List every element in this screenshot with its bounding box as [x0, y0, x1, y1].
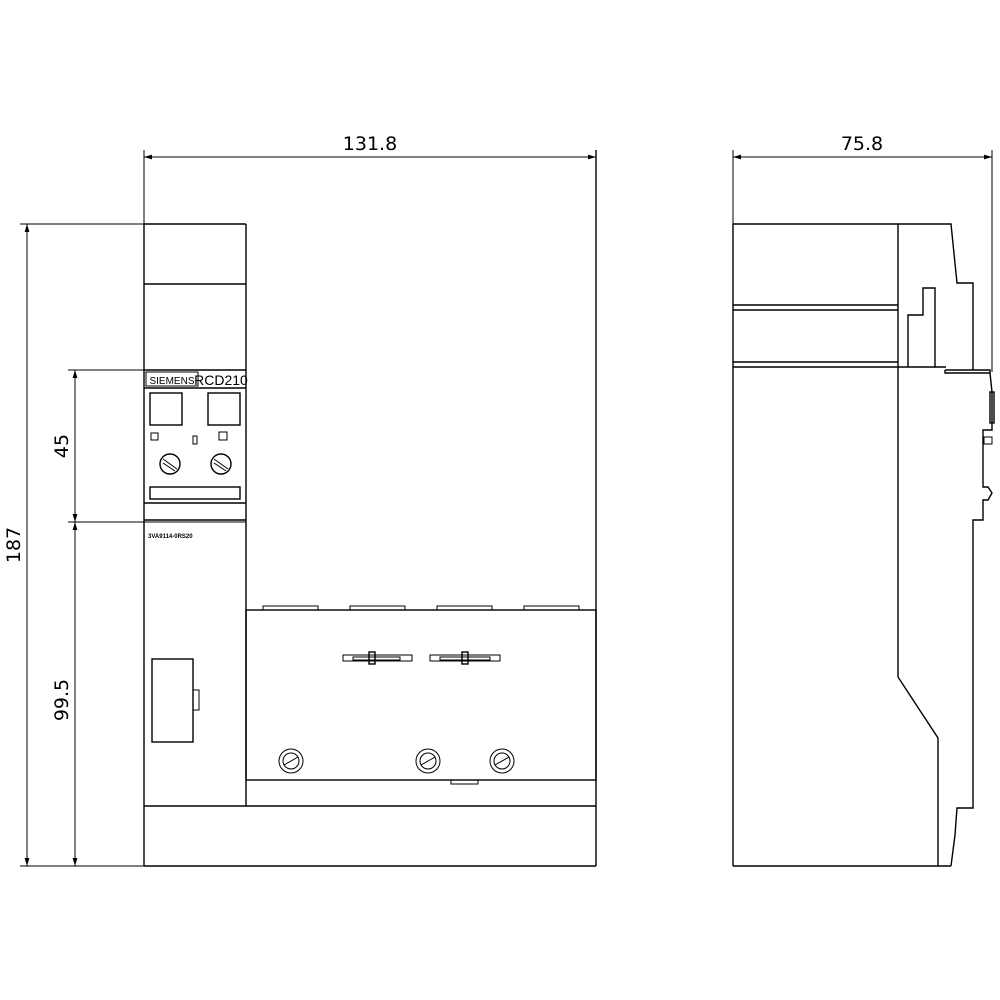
terminal-screw-1-icon[interactable] [278, 748, 304, 774]
brand-logo [145, 371, 199, 387]
dimension-label-module: 45 [51, 434, 73, 458]
dimension-total-height: 187 [3, 223, 144, 867]
dimension-lower-height: 99.5 [51, 522, 78, 866]
front-view: SIEMENS RCD210 3VA9114-0RS20 [143, 150, 597, 867]
dimension-side-depth: 75.8 [732, 133, 993, 372]
dial-right-icon[interactable] [210, 453, 232, 475]
indicator-center [192, 435, 198, 445]
side-view [732, 223, 995, 867]
brand-label: SIEMENS [149, 376, 194, 387]
dimension-label-lower: 99.5 [51, 679, 73, 721]
label-strip [149, 486, 241, 500]
lever-slot [151, 658, 194, 743]
slider-right-icon[interactable] [429, 651, 501, 665]
side-latch [983, 436, 993, 445]
slider-left-icon[interactable] [342, 651, 413, 665]
model-label: RCD210 [194, 372, 248, 388]
dimension-module-height: 45 [51, 369, 246, 523]
part-number: 3VA9114-0RS20 [148, 534, 193, 540]
indicator-left [150, 432, 159, 441]
dimension-label-depth: 75.8 [841, 133, 883, 155]
reset-button[interactable] [207, 392, 241, 426]
dimension-label-height: 187 [3, 527, 25, 563]
indicator-right [218, 431, 228, 441]
terminal-cover [245, 609, 597, 781]
terminal-tabs [262, 605, 580, 785]
dimension-label-width: 131.8 [343, 133, 397, 155]
test-button[interactable] [149, 392, 183, 426]
dial-left-icon[interactable] [159, 453, 181, 475]
terminal-screw-3-icon[interactable] [489, 748, 515, 774]
terminal-screw-2-icon[interactable] [415, 748, 441, 774]
dimension-front-width: 131.8 [143, 133, 596, 224]
